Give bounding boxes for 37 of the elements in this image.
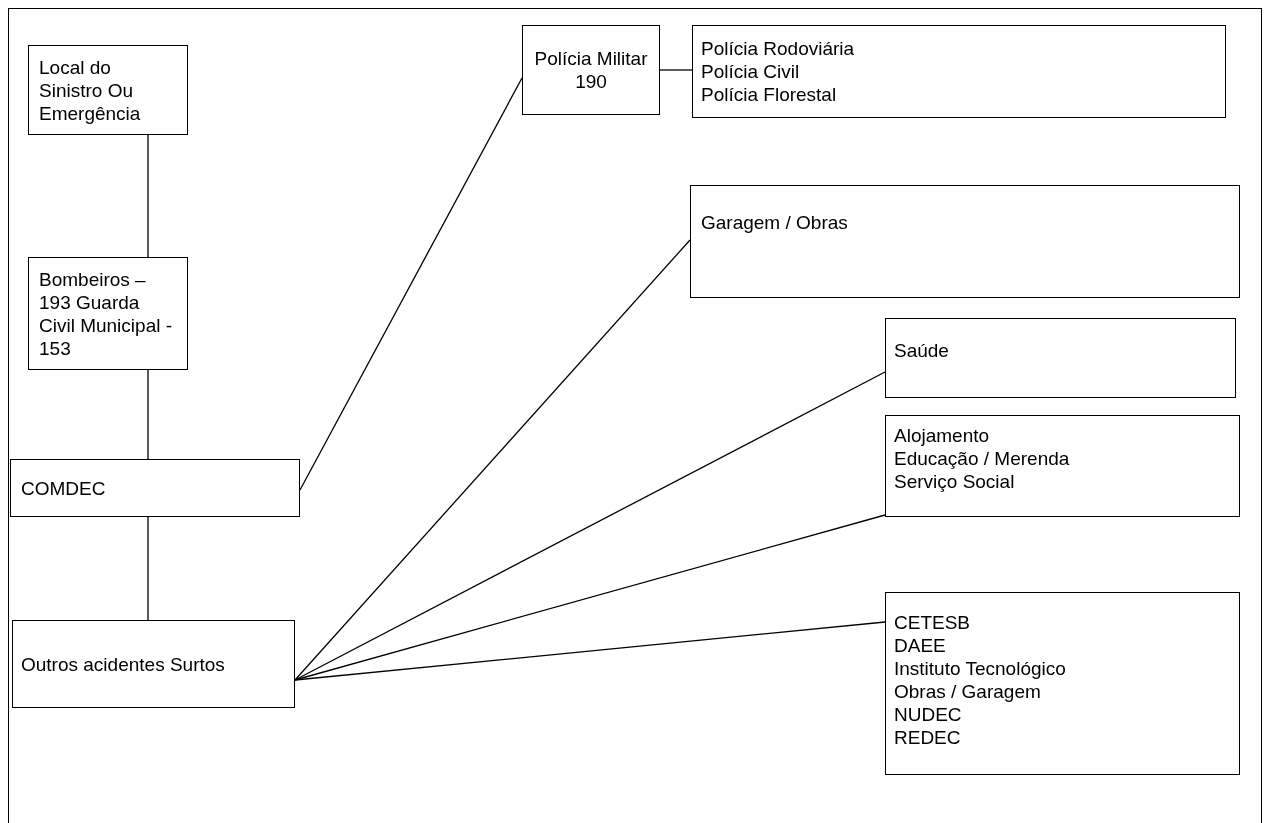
connector-line — [147, 516, 149, 621]
box-text: Instituto Tecnológico — [894, 657, 1066, 680]
process-box — [28, 257, 188, 370]
box-text: Polícia Florestal — [701, 83, 837, 106]
connector-line — [659, 69, 693, 71]
box-text: Obras / Garagem — [894, 680, 1041, 703]
box-text: Polícia Civil — [701, 60, 800, 83]
process-box — [885, 592, 1240, 775]
connector-line — [294, 371, 886, 681]
box-text: Outros acidentes Surtos — [21, 652, 225, 676]
process-box — [885, 318, 1236, 398]
connector-line — [294, 239, 691, 681]
box-text: REDEC — [894, 726, 961, 749]
process-box — [885, 415, 1240, 517]
connector-line — [299, 77, 523, 491]
process-box — [690, 185, 1240, 298]
box-text: Serviço Social — [894, 470, 1015, 493]
process-box — [12, 620, 295, 708]
box-text: Bombeiros – 193 Guarda Civil Municipal - 153 — [39, 267, 174, 360]
box-text: Polícia Militar 190 — [533, 47, 649, 93]
process-box — [522, 25, 660, 115]
box-text: DAEE — [894, 634, 946, 657]
process-box — [10, 459, 300, 517]
process-box — [28, 45, 188, 135]
connector-line — [147, 134, 149, 258]
box-text: Saúde — [894, 339, 949, 362]
box-text: Garagem / Obras — [701, 211, 848, 234]
box-text: Educação / Merenda — [894, 447, 1070, 470]
box-text: CETESB — [894, 611, 971, 634]
box-text: Local do Sinistro Ou Emergência — [39, 55, 142, 125]
box-text: Polícia Rodoviária — [701, 37, 855, 60]
box-text: NUDEC — [894, 703, 962, 726]
process-box — [692, 25, 1226, 118]
box-text: Alojamento — [894, 424, 990, 447]
connector-line — [294, 621, 886, 681]
connector-line — [147, 369, 149, 460]
box-text: COMDEC — [21, 476, 106, 500]
